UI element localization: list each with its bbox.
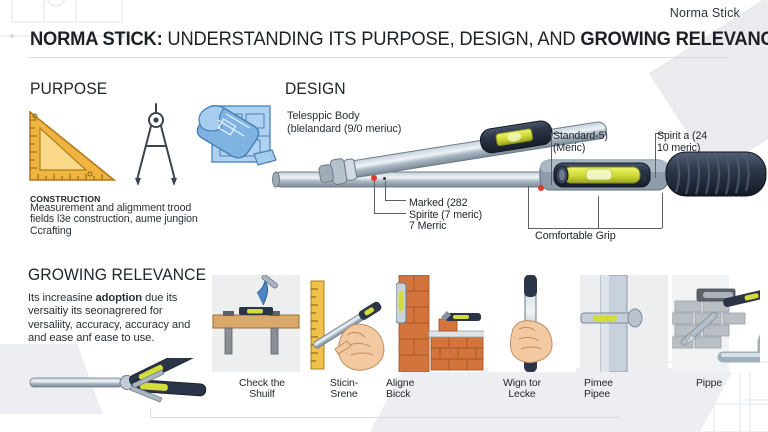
thumbnail-check-the-shuilf[interactable]: [212, 275, 300, 372]
folded-level-tool-illustration: [29, 358, 207, 403]
page-title: NORMA STICK: UNDERSTANDING ITS PURPOSE, …: [30, 28, 768, 51]
header-divider: [28, 57, 728, 58]
design-body: Telesppic Body (blelandard (9/0 meriuc): [287, 110, 402, 135]
bottom-divider: [150, 417, 620, 418]
thumbnail-pippe[interactable]: [672, 275, 760, 372]
level-on-beam-illustration: [212, 275, 300, 372]
leader-line-standard-v: [551, 133, 552, 185]
blueprint-roll-icon: [196, 105, 277, 166]
hand-with-stick-illustration: [304, 275, 392, 372]
marker-dot-3: [538, 185, 544, 191]
section-title-design: DESIGN: [285, 80, 346, 98]
marker-dot-1: [371, 175, 377, 181]
leader-line-spirit-v: [655, 133, 656, 178]
thumbnail-sticin-srene[interactable]: [304, 275, 392, 372]
level-on-post-illustration: [580, 275, 668, 372]
page-title-part-2: UNDERSTANDING ITS PURPOSE, DESIGN, AND: [162, 28, 581, 50]
thumbnail-caption-0: Check the Shuilf: [239, 378, 285, 401]
leader-line-spirit-h: [655, 133, 665, 134]
grey-brick-and-pipe-illustration: [672, 275, 760, 372]
leader-line-spirite-h: [385, 200, 406, 201]
telescopic-level-tool-illustration: [272, 120, 767, 197]
thumbnail-caption-5: Pippe: [695, 378, 723, 389]
hand-holding-pole-illustration: [488, 275, 576, 372]
purpose-body: Measurement and aligmment trood fields l…: [30, 202, 198, 237]
callout-comfortable-grip: Comfortable Grip: [535, 230, 616, 242]
page-title-part-3: GROWING RELEVANCE: [580, 28, 768, 50]
thumbnail-caption-1: Sticin- Srene: [329, 378, 359, 401]
callout-standard: Standard-5) (Meric): [553, 130, 608, 154]
callout-marked: Marked (282 Spirite (7 meric) 7 Merric: [409, 197, 483, 233]
relevance-body-part-1: Its increasine: [28, 292, 96, 304]
compass-divider-icon: [135, 103, 177, 186]
leader-line-marked-h: [374, 213, 406, 214]
relevance-body-emphasis: adoption: [95, 292, 143, 304]
section-title-purpose: PURPOSE: [30, 80, 108, 98]
thumbnail-wign-tor-lecke[interactable]: [488, 275, 576, 372]
thumbnail-pimee-pipee[interactable]: [580, 275, 668, 372]
thumbnail-caption-4: Pimee Pipee: [584, 378, 613, 401]
triangle-ruler-icon: [29, 110, 117, 181]
callout-spirit: Spirit a (24 10 meric): [657, 130, 708, 154]
relevance-thumbnail-strip: [212, 275, 760, 372]
thumbnail-aligne-bicck[interactable]: [396, 275, 484, 372]
leader-line-marked: [374, 181, 375, 213]
marker-dot-2: [383, 177, 386, 180]
leader-line-standard-h: [551, 133, 561, 134]
leader-line-grip-mid: [598, 196, 599, 228]
thumbnail-caption-3: Wign tor Lecke: [503, 378, 541, 401]
section-title-growing-relevance: GROWING RELEVANCE: [28, 266, 207, 284]
leader-line-grip-bottom: [528, 228, 662, 229]
purpose-subhead: CONSTRUCTION: [30, 194, 101, 204]
relevance-body: Its increasine adoption due its versaiti…: [28, 292, 206, 346]
brand-label: Norma Stick: [669, 6, 740, 20]
relevance-body-part-2: due its versaitiy its seonagrered for ve…: [28, 292, 191, 345]
leader-line-grip-right: [662, 193, 663, 228]
leader-line-grip-left: [528, 186, 529, 228]
page-title-part-1: NORMA STICK:: [30, 28, 163, 50]
brick-wall-level-illustration: [396, 275, 484, 372]
leader-line-spirite: [385, 181, 386, 201]
thumbnail-caption-2: Aligne Bicck: [386, 378, 415, 401]
bottom-divider-tick: [150, 408, 151, 418]
